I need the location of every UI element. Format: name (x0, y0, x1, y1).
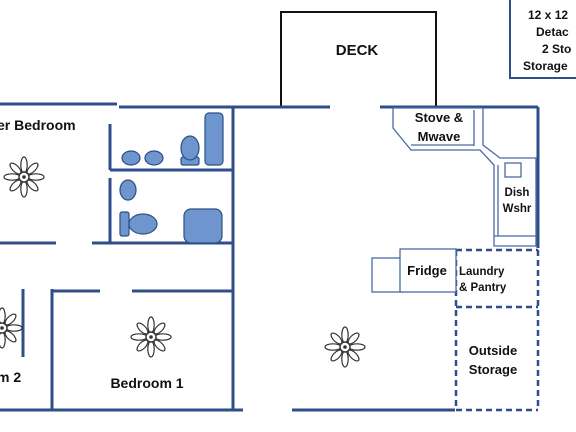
laundry-label-1: Laundry (459, 266, 505, 278)
bathroom-fixtures (119, 112, 224, 244)
note-line-2: Detac (536, 25, 569, 39)
toilet-icon (119, 211, 158, 237)
note-line-3: 2 Sto (542, 42, 571, 56)
shower-icon (204, 112, 224, 166)
dishwasher-label-1: Dish (505, 187, 530, 199)
stove-label-2: Mwave (418, 129, 461, 144)
toilet-icon (180, 135, 200, 166)
dishwasher-label-2: Wshr (503, 203, 532, 215)
note-line-4: Storage (523, 59, 568, 73)
ceiling-fan-icon (0, 307, 23, 349)
fridge-label: Fridge (407, 263, 447, 278)
deck-label: DECK (336, 42, 379, 59)
bathtub-icon (183, 208, 223, 244)
detached-storage-note: 12 x 12 Detac 2 Sto Storage (509, 0, 576, 79)
note-line-1: 12 x 12 (528, 8, 568, 22)
sink-icon (121, 150, 164, 166)
outside-storage-label-2: Storage (469, 362, 517, 377)
laundry-label-2: & Pantry (459, 282, 507, 294)
ceiling-fan-icon (130, 316, 172, 358)
stove-label-1: Stove & (415, 110, 463, 125)
bedroom-2-label: m 2 (0, 369, 21, 385)
ceiling-fan-icon (3, 156, 45, 198)
sink-icon (119, 179, 137, 201)
walls (0, 102, 540, 412)
dashed-walls (454, 248, 540, 412)
bedroom-1-label: Bedroom 1 (110, 375, 183, 391)
master-bedroom-label: er Bedroom (0, 117, 76, 133)
outside-storage-label-1: Outside (469, 343, 517, 358)
deck: DECK (280, 11, 437, 107)
ceiling-fan-icon (324, 326, 366, 368)
kitchen-counter (371, 107, 537, 293)
